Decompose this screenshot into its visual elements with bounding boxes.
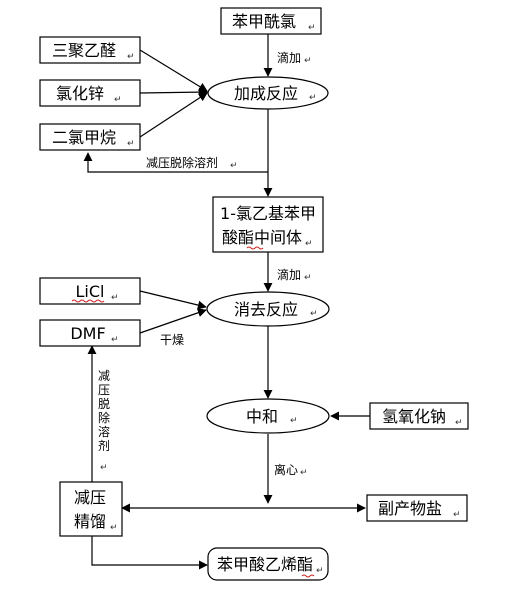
- paragraph-mark: ↵: [110, 523, 118, 533]
- label-intermediate-line2: 酸酯中间体: [222, 228, 302, 247]
- paragraph-mark: ↵: [308, 23, 316, 33]
- node-elimination-reaction[interactable]: 消去反应 ↵: [206, 291, 330, 327]
- paragraph-mark: ↵: [455, 418, 463, 428]
- label-neutralization: 中和: [246, 407, 278, 426]
- label-byproduct-salt: 副产物盐: [378, 499, 442, 518]
- node-benzoyl-chloride[interactable]: 苯甲酰氯 ↵: [220, 7, 322, 35]
- paragraph-mark: ↵: [316, 566, 324, 576]
- paragraph-mark: ↵: [304, 273, 312, 283]
- paragraph-mark: ↵: [127, 139, 135, 149]
- paragraph-mark: ↵: [114, 95, 122, 105]
- label-trioxane: 三聚乙醛: [52, 41, 116, 60]
- node-intermediate[interactable]: 1-氯乙基苯甲 酸酯中间体 ↵: [212, 196, 324, 253]
- paragraph-mark: ↵: [127, 52, 135, 62]
- edge-label-dropwise-1: 滴加: [277, 50, 301, 65]
- edge-dcm-to-addition: [139, 92, 208, 138]
- label-dichloromethane: 二氯甲烷: [52, 128, 116, 147]
- node-neutralization[interactable]: 中和 ↵: [206, 398, 330, 434]
- node-product[interactable]: 苯甲酸乙烯酯 ↵: [207, 547, 329, 581]
- paragraph-mark: ↵: [304, 56, 312, 66]
- node-sodium-hydroxide[interactable]: 氢氧化钠 ↵: [369, 402, 469, 430]
- paragraph-mark: ↵: [300, 468, 308, 478]
- label-distill-line2: 精馏: [74, 512, 106, 531]
- edge-label-dropwise-2: 滴加: [277, 267, 301, 282]
- label-zinc-chloride: 氯化锌: [56, 84, 104, 103]
- edge-trioxane-to-addition: [139, 49, 208, 92]
- label-elimination-reaction: 消去反应: [234, 300, 298, 319]
- spellcheck-underline: [71, 299, 105, 303]
- label-benzoyl-chloride: 苯甲酰氯: [232, 12, 296, 31]
- edge-zinc-to-addition: [139, 87, 208, 97]
- edge-dmf-to-elimination: [139, 308, 207, 334]
- paragraph-mark: ↵: [100, 463, 108, 473]
- label-addition-reaction: 加成反应: [234, 84, 298, 103]
- paragraph-mark: ↵: [309, 93, 317, 103]
- paragraph-mark: ↵: [310, 309, 318, 319]
- label-product: 苯甲酸乙烯酯: [217, 555, 313, 574]
- edge-label-solvent-removal-1: 减压脱除溶剂: [146, 155, 218, 170]
- node-addition-reaction[interactable]: 加成反应 ↵: [207, 76, 329, 110]
- node-zinc-chloride[interactable]: 氯化锌 ↵: [39, 79, 141, 107]
- node-vacuum-distillation[interactable]: 减压 精馏 ↵: [59, 481, 123, 537]
- paragraph-mark: ↵: [305, 239, 313, 249]
- paragraph-mark: ↵: [230, 161, 238, 171]
- paragraph-mark: ↵: [111, 293, 119, 303]
- node-byproduct-salt[interactable]: 副产物盐 ↵: [366, 494, 468, 522]
- label-dmf: DMF: [70, 324, 105, 343]
- spellcheck-underline: [246, 246, 264, 250]
- spellcheck-underline: [301, 574, 315, 578]
- label-licl: LiCl: [76, 282, 105, 301]
- label-distill-line1: 减压: [74, 488, 106, 507]
- edges: [83, 34, 370, 570]
- paragraph-mark: ↵: [290, 416, 298, 426]
- node-dmf[interactable]: DMF ↵: [39, 319, 141, 347]
- paragraph-mark: ↵: [111, 335, 119, 345]
- edge-label-centrifuge: 离心: [274, 462, 298, 477]
- edge-distill-to-product: [91, 536, 208, 570]
- label-sodium-hydroxide: 氢氧化钠: [382, 407, 446, 426]
- edge-solvent-recycle-1: [83, 152, 268, 173]
- vertical-label: 减压脱除溶剂: [98, 369, 110, 453]
- node-dichloromethane[interactable]: 二氯甲烷 ↵: [39, 123, 141, 151]
- node-licl[interactable]: LiCl ↵: [39, 277, 141, 305]
- paragraph-mark: ↵: [453, 510, 461, 520]
- label-intermediate-line1: 1-氯乙基苯甲: [220, 204, 316, 223]
- edge-label-solvent-removal-2: 减压脱除溶剂 ↵: [98, 369, 110, 473]
- edge-label-drying: 干燥: [160, 333, 184, 347]
- edge-licl-to-elimination: [139, 290, 207, 310]
- node-trioxane[interactable]: 三聚乙醛 ↵: [39, 36, 141, 64]
